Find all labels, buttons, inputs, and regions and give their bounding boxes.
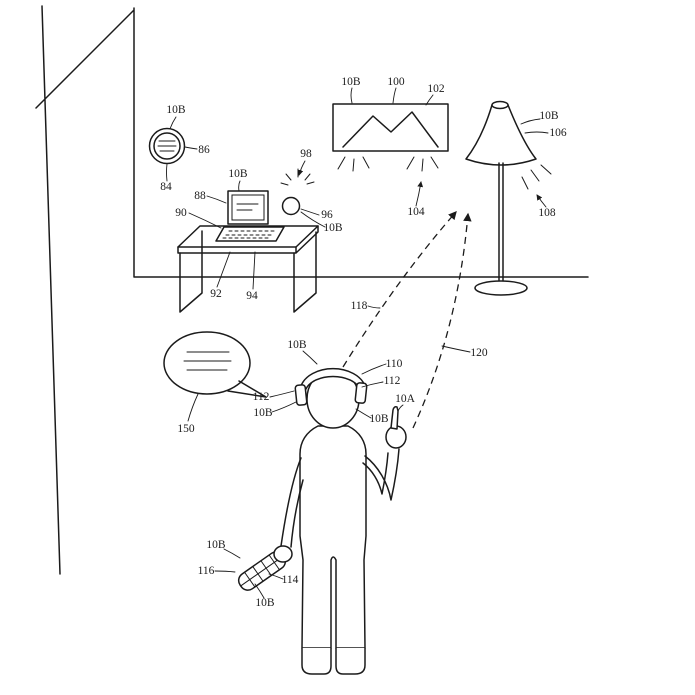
- laptop-screen: [227, 190, 269, 225]
- ref-label-headset-left-tag: 10B: [253, 407, 273, 419]
- picture-light-rays: [337, 156, 439, 172]
- glow-leader-arrow: [297, 160, 306, 176]
- ref-label-orb: 96: [321, 209, 333, 221]
- ref-label-laptop-body: 90: [175, 207, 187, 219]
- ref-label-glow: 98: [300, 148, 312, 160]
- person-body: [299, 425, 367, 649]
- controller-grid: [240, 554, 284, 588]
- orb-sparkle-icon: [280, 168, 315, 186]
- ref-label-picture-light: 104: [407, 206, 425, 218]
- desk-edge: [177, 225, 319, 254]
- ref-label-controller-bottom-tag: 10B: [255, 597, 275, 609]
- ref-label-headset-top-tag: 10B: [287, 339, 307, 351]
- ref-label-point-ray: 120: [470, 347, 488, 359]
- interaction-rays: [342, 211, 472, 429]
- ref-label-lamp-tag: 10B: [539, 110, 559, 122]
- room-outline: [35, 5, 589, 575]
- speech-bubble-body: [163, 331, 251, 395]
- speech-bubble: [163, 331, 267, 398]
- ref-label-controller-grip: 114: [282, 574, 299, 586]
- person-feet: [301, 648, 366, 675]
- ref-label-picture-tag: 10B: [341, 76, 361, 88]
- lamp-base: [474, 280, 528, 296]
- ref-label-desk-left: 92: [210, 288, 222, 300]
- lamp-shade: [465, 104, 537, 166]
- ref-label-desk-right: 94: [246, 290, 258, 302]
- clock-inner-ring: [153, 132, 181, 160]
- floor-lamp: [465, 100, 552, 296]
- desk-orb: [280, 168, 315, 216]
- ref-label-laptop-screen: 88: [194, 190, 206, 202]
- ref-label-speech-bubble: 150: [177, 423, 195, 435]
- pointing-finger: [390, 406, 399, 430]
- picture-frame: [332, 103, 449, 152]
- reference-labels: 10B 86 84 88 10B 90 92 94 98 96 10B 10B …: [160, 76, 567, 609]
- ref-label-clock-mount: 84: [160, 181, 172, 193]
- lamp-shade-top: [491, 100, 509, 110]
- picture-mountains: [342, 111, 439, 148]
- speech-bubble-text-lines: [183, 351, 232, 371]
- person: [237, 367, 407, 675]
- picture-light-leader-arrow: [415, 181, 424, 207]
- lamp-pole: [498, 162, 504, 282]
- laptop-screen-content: [236, 203, 259, 211]
- ref-label-picture-frame: 102: [427, 83, 445, 95]
- laptop: [215, 190, 285, 242]
- speech-bubble-tail: [227, 380, 267, 398]
- ref-label-clock: 86: [198, 144, 210, 156]
- wall-clock: [148, 127, 186, 165]
- ref-label-headset-right-ear: 112: [384, 375, 401, 387]
- ref-label-lamp-light: 108: [538, 207, 556, 219]
- clock-face-lines: [157, 140, 177, 152]
- ref-label-controller-body: 116: [198, 565, 215, 577]
- headset-left-earpiece: [294, 384, 308, 406]
- plain-leaders: [166, 87, 549, 599]
- person-right-arm: [362, 448, 400, 501]
- orb: [281, 196, 301, 216]
- ref-label-gaze-ray: 118: [351, 300, 368, 312]
- person-left-arm: [280, 457, 304, 548]
- desk-legs: [179, 230, 317, 313]
- gaze-ray-arrow: [342, 211, 457, 368]
- ref-label-picture: 100: [387, 76, 405, 88]
- point-ray-arrow: [412, 212, 472, 429]
- person-left-hand: [273, 545, 293, 563]
- laptop-screen-inner: [231, 194, 265, 221]
- leader-lines: [166, 87, 549, 599]
- ref-label-headset-right-tag: 10B: [369, 413, 389, 425]
- laptop-keys: [222, 230, 275, 239]
- ref-label-orb-tag: 10B: [323, 222, 343, 234]
- ref-label-controller-top-tag: 10B: [206, 539, 226, 551]
- lamp-light-rays: [521, 164, 552, 190]
- laptop-base: [215, 226, 285, 242]
- ref-label-laptop-tag: 10B: [228, 168, 248, 180]
- ref-label-hand: 10A: [395, 393, 416, 405]
- wall-picture: [332, 103, 449, 172]
- ref-label-headset-left-ear: 112: [253, 391, 270, 403]
- headset-right-earpiece: [354, 382, 368, 404]
- lamp-light-leader-arrow: [536, 194, 547, 208]
- room-lines: [35, 5, 589, 575]
- ref-label-lamp-shade: 106: [549, 127, 567, 139]
- ref-label-clock-tag: 10B: [166, 104, 186, 116]
- ref-label-headset-band: 110: [386, 358, 403, 370]
